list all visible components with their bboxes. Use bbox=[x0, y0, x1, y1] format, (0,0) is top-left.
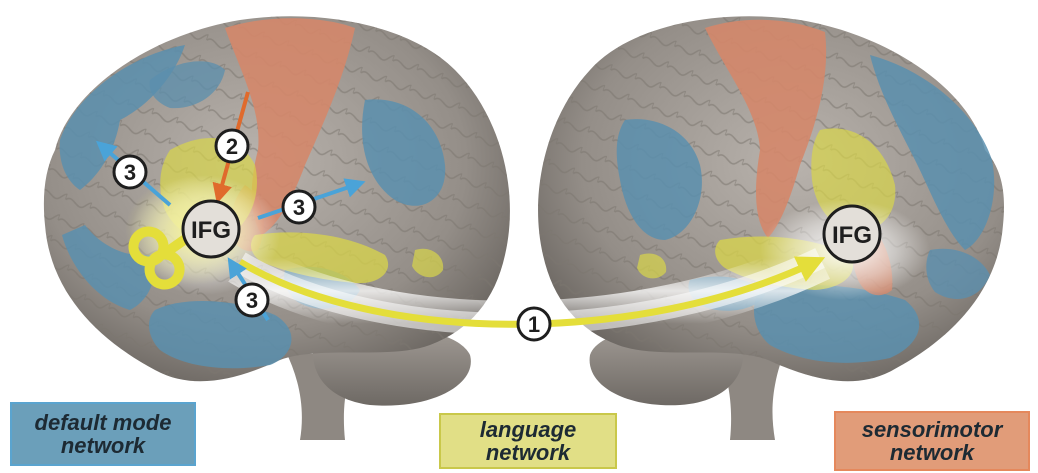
badge-arrow-3-right-label: 3 bbox=[293, 195, 305, 220]
legend-default-mode-line1: default mode bbox=[35, 411, 172, 434]
badge-pathway-1: 1 bbox=[518, 308, 550, 340]
badge-arrow-2: 2 bbox=[216, 130, 248, 162]
right-ifg-label: IFG bbox=[832, 222, 872, 249]
badge-arrow-3-up: 3 bbox=[114, 156, 146, 188]
badge-arrow-3-down: 3 bbox=[236, 284, 268, 316]
badge-pathway-1-label: 1 bbox=[528, 312, 540, 337]
legend-sensorimotor-line2: network bbox=[890, 441, 974, 464]
legend-sensorimotor-line1: sensorimotor bbox=[862, 418, 1003, 441]
badge-arrow-3-up-label: 3 bbox=[124, 160, 136, 185]
left-ifg-hub: IFG bbox=[183, 201, 239, 257]
legend-language-line2: network bbox=[486, 441, 570, 464]
left-ifg-label: IFG bbox=[191, 217, 231, 244]
legend-sensorimotor-network: sensorimotor network bbox=[834, 411, 1030, 471]
legend-default-mode-line2: network bbox=[61, 434, 145, 457]
legend-language-line1: language bbox=[480, 418, 577, 441]
badge-arrow-2-label: 2 bbox=[226, 134, 238, 159]
right-ifg-hub: IFG bbox=[824, 206, 880, 262]
badge-arrow-3-down-label: 3 bbox=[246, 288, 258, 313]
legend-language-network: language network bbox=[439, 413, 617, 469]
badge-arrow-3-right: 3 bbox=[283, 191, 315, 223]
legend-default-mode-network: default mode network bbox=[10, 402, 196, 466]
